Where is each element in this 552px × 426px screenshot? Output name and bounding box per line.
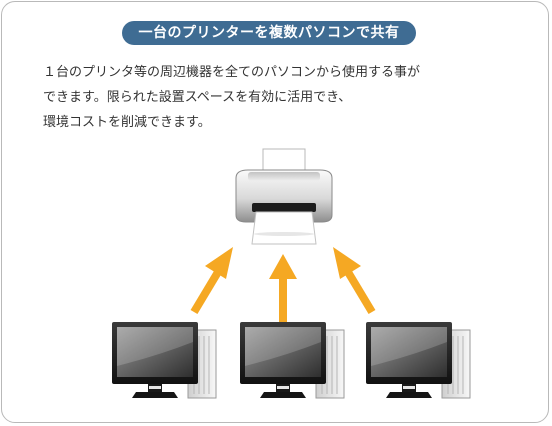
description-line-1: １台のプリンタ等の周辺機器を全てのパソコンから使用する事が xyxy=(43,65,421,80)
title-banner: 一台のプリンターを複数パソコンで共有 xyxy=(122,21,416,45)
arrow-right-icon xyxy=(333,247,376,315)
desktop-computer-icon xyxy=(365,321,471,399)
desktop-computer-icon xyxy=(239,321,345,399)
description-line-3: 環境コストを削減できます。 xyxy=(43,115,211,130)
description: １台のプリンタ等の周辺機器を全てのパソコンから使用する事が できます。限られた設… xyxy=(43,63,513,138)
desktop-computer-icon xyxy=(111,321,217,399)
arrow-center-icon xyxy=(269,254,297,322)
printer-icon xyxy=(235,148,333,245)
description-line-2: できます。限られた設置スペースを有効に活用でき、 xyxy=(43,90,352,105)
arrow-left-icon xyxy=(190,247,233,315)
